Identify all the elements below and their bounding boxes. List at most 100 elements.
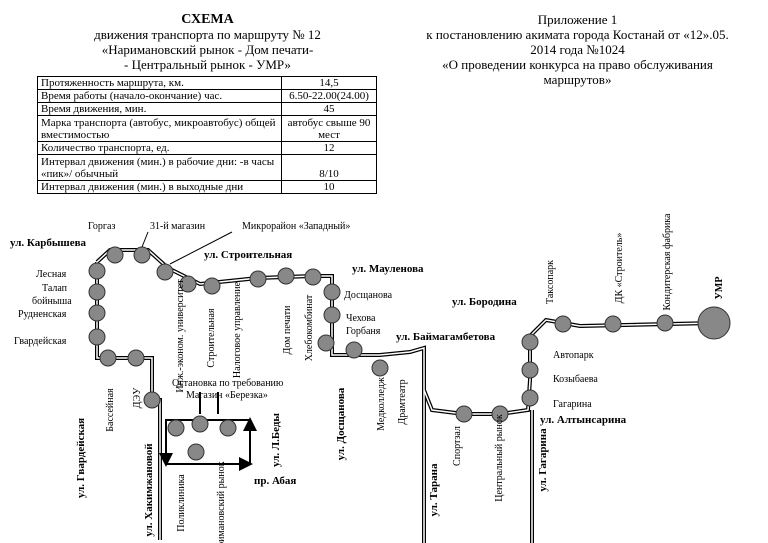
stop-label: Строительная: [206, 308, 217, 368]
stop-label: Гвардейская: [14, 336, 67, 347]
appendix-line-3: 2014 года №1024: [530, 42, 625, 57]
stop-label: 31-й магазин: [150, 221, 206, 232]
stop-marker: [317, 334, 335, 352]
street-label: ул. Алтынсарина: [540, 414, 627, 426]
stop-label: Поликлиника: [176, 474, 187, 532]
stop-label: Налоговое управление: [232, 281, 243, 378]
stop-marker: [106, 246, 124, 264]
stop-marker: [491, 405, 509, 423]
table-row: Интервал движения (мин.) в рабочие дни: …: [37, 154, 377, 181]
appendix-line-5: маршрутов»: [543, 72, 612, 87]
table-row: Время движения, мин.45: [37, 102, 377, 116]
street-label: ул. Досщанова: [335, 387, 347, 460]
stop-marker: [133, 246, 151, 264]
stop-marker: [323, 283, 341, 301]
stop-label: Наримановский рынок: [216, 461, 227, 543]
table-row: Протяженность маршрута, км.14,5: [37, 76, 377, 90]
scheme-subtitle-1: движения транспорта по маршруту № 12: [94, 27, 321, 42]
appendix-header: Приложение 1 к постановлению акимата гор…: [400, 12, 755, 87]
stop-marker: [249, 270, 267, 288]
terminal-loop: [159, 392, 257, 471]
street-label: ул. Гагарина: [537, 428, 549, 492]
appendix-line-2: к постановлению акимата города Костанай …: [426, 27, 729, 42]
stop-label: Автопарк: [553, 350, 594, 361]
stop-marker: [88, 328, 106, 346]
stop-marker: [167, 419, 185, 437]
stop-label: Лесная: [36, 269, 67, 280]
param-value: 8/10: [281, 154, 377, 181]
stop-label: Инж.-эконом. университет: [175, 279, 186, 393]
appendix-line-1: Приложение 1: [537, 12, 618, 27]
table-row: Количество транспорта, ед.12: [37, 141, 377, 155]
param-label: Марка транспорта (автобус, микроавтобус)…: [37, 115, 282, 142]
stop-label: Остановка по требованию: [172, 378, 284, 389]
stop-marker: [656, 314, 674, 332]
stop-marker: [88, 283, 106, 301]
street-label: ул. Тарана: [428, 463, 440, 516]
stop-marker: [143, 391, 161, 409]
stop-label: Таксопарк: [545, 260, 556, 304]
stop-marker: [191, 415, 209, 433]
param-label: Время работы (начало-окончание) час.: [37, 89, 282, 103]
param-label: Время движения, мин.: [37, 102, 282, 116]
route-params-table: Протяженность маршрута, км.14,5 Время ра…: [37, 76, 377, 194]
param-value: 6.50-22.00(24.00): [281, 89, 377, 103]
stop-marker: [156, 263, 174, 281]
stop-marker: [371, 359, 389, 377]
street-label: ул. Карбышева: [10, 237, 87, 249]
stop-markers: [88, 246, 731, 461]
stop-marker: [88, 262, 106, 280]
stop-label: Спортзал: [452, 426, 463, 466]
stop-label: Магазин «Березка»: [186, 390, 268, 401]
stop-label: Козыбаева: [553, 374, 598, 385]
stop-marker: [179, 275, 197, 293]
stop-marker: [99, 349, 117, 367]
stop-label: Дом печати: [282, 305, 293, 355]
stop-label: Досщанова: [344, 290, 393, 301]
stop-label: Бассейная: [105, 388, 116, 432]
scheme-subtitle-2: «Наримановский рынок - Дом печати-: [101, 42, 314, 57]
stop-marker: [455, 405, 473, 423]
stop-label: Горгаз: [88, 221, 115, 232]
stop-label: Микрорайон «Западный»: [242, 221, 350, 232]
stop-label: Гагарина: [553, 399, 592, 410]
stop-marker: [521, 333, 539, 351]
street-label: ул. Строительная: [204, 249, 292, 261]
param-value: автобус свыше 90 мест: [281, 115, 377, 142]
street-label: ул. Бородина: [452, 296, 517, 308]
param-label: Количество транспорта, ед.: [37, 141, 282, 155]
stop-label: Медколледж: [376, 377, 387, 431]
scheme-subtitle-3: - Центральный рынок - УМР»: [124, 57, 291, 72]
stop-marker: [345, 341, 363, 359]
stop-label: бойныша: [32, 296, 72, 307]
stop-marker: [219, 419, 237, 437]
scheme-header: СХЕМА движения транспорта по маршруту № …: [35, 12, 380, 72]
stop-marker: [127, 349, 145, 367]
stop-label: Талап: [42, 283, 68, 294]
stop-marker: [604, 315, 622, 333]
street-label: ул. Л.Беды: [270, 413, 282, 467]
street-label: ул. Баймагамбетова: [396, 331, 496, 343]
stop-label: Центральный рынок: [494, 414, 505, 502]
street-label: ул. Мауленова: [352, 263, 424, 275]
stop-label: Хлебокомбинат: [304, 294, 315, 361]
stop-marker: [187, 443, 205, 461]
street-label: ул. Хакимжановой: [143, 443, 155, 537]
stop-marker: [521, 389, 539, 407]
stop-marker: [521, 361, 539, 379]
stop-label: Чехова: [346, 313, 376, 324]
stop-marker: [554, 315, 572, 333]
stop-marker: [88, 304, 106, 322]
stop-label: Драмтеатр: [397, 379, 408, 424]
stop-label: ДК «Строитель»: [614, 233, 625, 304]
stop-marker: [203, 277, 221, 295]
param-label: Интервал движения (мин.) в рабочие дни: …: [37, 154, 282, 181]
table-row: Марка транспорта (автобус, микроавтобус)…: [37, 115, 377, 142]
stop-label: УМР: [714, 277, 725, 300]
stop-marker: [304, 268, 322, 286]
stop-label: ДЭУ: [132, 387, 143, 409]
street-label: пр. Абая: [254, 475, 296, 487]
